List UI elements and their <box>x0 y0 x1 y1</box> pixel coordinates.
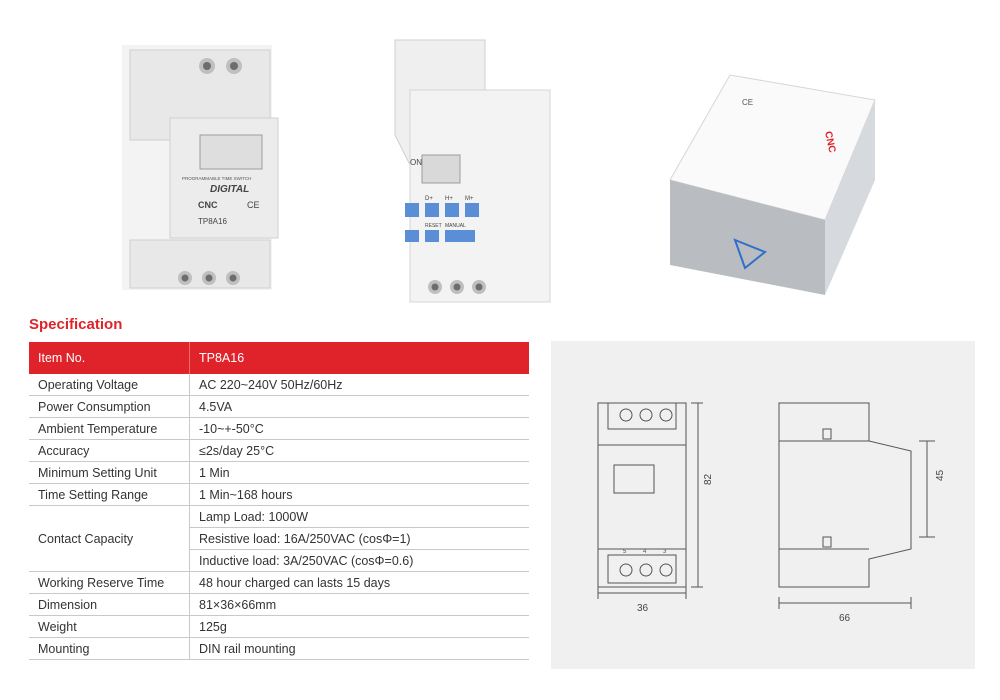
front-line-label: DIGITAL <box>210 184 249 195</box>
row-value: AC 220~240V 50Hz/60Hz <box>189 374 529 396</box>
row-value: ≤2s/day 25°C <box>189 439 529 462</box>
row-label: Ambient Temperature <box>29 417 190 440</box>
row-value: DIN rail mounting <box>189 637 529 660</box>
front-ce-mark: CE <box>247 200 260 210</box>
product-photo-front: PROGRAMMABLE TIME SWITCH DIGITAL CNC CE … <box>112 40 282 295</box>
table-row: Inductive load: 3A/250VAC (cosΦ=0.6) <box>29 549 529 572</box>
table-header-value: TP8A16 <box>189 342 529 374</box>
row-value: Lamp Load: 1000W <box>189 505 529 528</box>
row-value: -10~+-50°C <box>189 417 529 440</box>
table-row: Accuracy≤2s/day 25°C <box>29 439 529 462</box>
front-model-label: TP8A16 <box>198 217 227 226</box>
dim-depth-label: 66 <box>839 613 851 624</box>
box-ce-mark: CE <box>742 98 753 107</box>
dim-height-label: 82 <box>703 473 714 485</box>
button-key <box>465 203 479 217</box>
row-label: Accuracy <box>29 439 190 462</box>
front-subtitle-label: PROGRAMMABLE TIME SWITCH <box>182 176 251 181</box>
row-value: 1 Min <box>189 461 529 484</box>
button-label-mplus: M+ <box>465 196 474 202</box>
terminal-label: 5 <box>623 549 627 555</box>
row-value: 125g <box>189 615 529 638</box>
product-photo-box: CNC CE <box>660 70 890 300</box>
button-label-hplus: H+ <box>445 196 453 202</box>
button-key <box>405 203 419 217</box>
button-key <box>445 203 459 217</box>
box-brand-label: CNC <box>822 130 837 153</box>
dim-width-label: 36 <box>637 603 649 614</box>
row-label: Minimum Setting Unit <box>29 461 190 484</box>
dim-rail-height-label: 45 <box>935 469 946 481</box>
front-brand-label: CNC <box>198 200 218 210</box>
table-header-row: Item No. TP8A16 <box>29 342 529 374</box>
button-key <box>425 203 439 217</box>
row-label: Dimension <box>29 593 190 616</box>
terminal-label: 4 <box>643 549 647 555</box>
table-header-label: Item No. <box>29 342 190 374</box>
row-label: Contact Capacity <box>29 505 190 572</box>
dimension-drawing: 36 66 82 45 5 4 3 <box>551 341 975 669</box>
row-label: Power Consumption <box>29 395 190 418</box>
product-photo-open: ON D+ H+ M+ RESET MANUAL <box>390 35 560 305</box>
row-value: 48 hour charged can lasts 15 days <box>189 571 529 594</box>
button-label-manual: MANUAL <box>445 223 466 229</box>
row-label: Mounting <box>29 637 190 660</box>
button-label-reset: RESET <box>425 223 442 229</box>
row-label: Weight <box>29 615 190 638</box>
table-row: Resistive load: 16A/250VAC (cosΦ=1) <box>29 527 529 550</box>
row-value: 1 Min~168 hours <box>189 483 529 506</box>
row-label: Working Reserve Time <box>29 571 190 594</box>
row-value: Resistive load: 16A/250VAC (cosΦ=1) <box>189 527 529 550</box>
row-label: Time Setting Range <box>29 483 190 506</box>
terminal-label: 3 <box>663 549 667 555</box>
row-value: 4.5VA <box>189 395 529 418</box>
on-label: ON <box>410 158 422 167</box>
row-label: Operating Voltage <box>29 374 190 396</box>
spec-title: Specification <box>29 316 123 333</box>
table-row: Ambient Temperature-10~+-50°C <box>29 417 529 440</box>
row-value: 81×36×66mm <box>189 593 529 616</box>
row-value: Inductive load: 3A/250VAC (cosΦ=0.6) <box>189 549 529 572</box>
button-label-dplus: D+ <box>425 196 433 202</box>
